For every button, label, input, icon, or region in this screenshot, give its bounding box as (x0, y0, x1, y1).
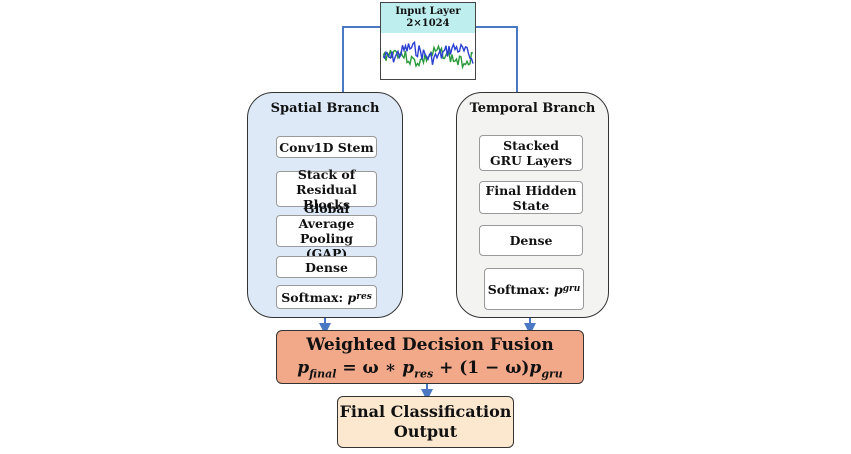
fusion-equation: pfinal = ω ∗ pres + (1 − ω)pgru (277, 358, 583, 380)
spatial-dense-node: Dense (276, 256, 377, 278)
eq-final-sub: final (309, 367, 337, 381)
output-label-1: Final Classification (339, 402, 512, 421)
conv1d-stem-label: Conv1D Stem (279, 139, 374, 155)
input-layer-header: Input Layer 2×1024 (381, 3, 475, 33)
input-layer-title: Input Layer (395, 6, 461, 17)
final-classification-output-box: Final Classification Output (337, 396, 514, 448)
temporal-branch-title: Temporal Branch (469, 101, 596, 116)
residual-blocks-node: Stack of Residual Blocks (276, 167, 377, 212)
residual-blocks-label-2: Residual Blocks (296, 181, 357, 212)
temporal-softmax-sub: gru (562, 283, 581, 294)
stacked-gru-label-2: GRU Layers (489, 153, 573, 168)
eq-p-gru: p (529, 358, 542, 378)
weighted-decision-fusion-box: Weighted Decision Fusion pfinal = ω ∗ pr… (276, 330, 584, 384)
eq-p-final: p (297, 358, 310, 378)
eq-p-res: p (402, 358, 415, 378)
stacked-gru-label-1: Stacked (503, 138, 559, 153)
temporal-softmax-label: Softmax: (487, 281, 550, 297)
final-hidden-label-2: State (512, 197, 550, 213)
final-hidden-state-node: Final Hidden State (479, 181, 583, 214)
fusion-title: Weighted Decision Fusion (306, 335, 554, 355)
eq-mid: = ω ∗ (336, 358, 403, 378)
temporal-dense-label: Dense (509, 233, 553, 248)
spatial-softmax-label: Softmax: (281, 289, 344, 305)
input-layer-box: Input Layer 2×1024 (380, 2, 476, 80)
temporal-branch-panel: Temporal Branch Stacked GRU Layers Final… (456, 92, 609, 318)
input-to-temporal-connector (476, 26, 518, 92)
eq-gru-sub: gru (541, 367, 563, 381)
gap-node: Global Average Pooling (GAP) (276, 201, 377, 261)
stacked-gru-node: Stacked GRU Layers (479, 135, 583, 171)
gap-label-1: Global Average (298, 201, 355, 231)
spatial-dense-label: Dense (305, 259, 348, 275)
final-hidden-label-1: Final Hidden (485, 182, 577, 198)
output-label-2: Output (393, 422, 458, 441)
spatial-softmax-var: p (347, 289, 357, 305)
conv1d-stem-node: Conv1D Stem (276, 136, 377, 158)
eq-mid2: + (1 − ω) (433, 358, 530, 378)
input-to-spatial-connector (342, 26, 380, 92)
input-layer-shape: 2×1024 (406, 18, 450, 29)
spatial-branch-title: Spatial Branch (270, 101, 380, 116)
temporal-softmax-var: p (553, 281, 563, 297)
spatial-softmax-sub: res (356, 291, 372, 302)
eq-res-sub: res (414, 367, 434, 381)
spatial-branch-panel: Spatial Branch Conv1D Stem Stack of Resi… (247, 92, 403, 318)
temporal-dense-node: Dense (479, 225, 583, 256)
residual-blocks-label-1: Stack of (297, 166, 356, 182)
input-signal-waveform (383, 40, 474, 70)
